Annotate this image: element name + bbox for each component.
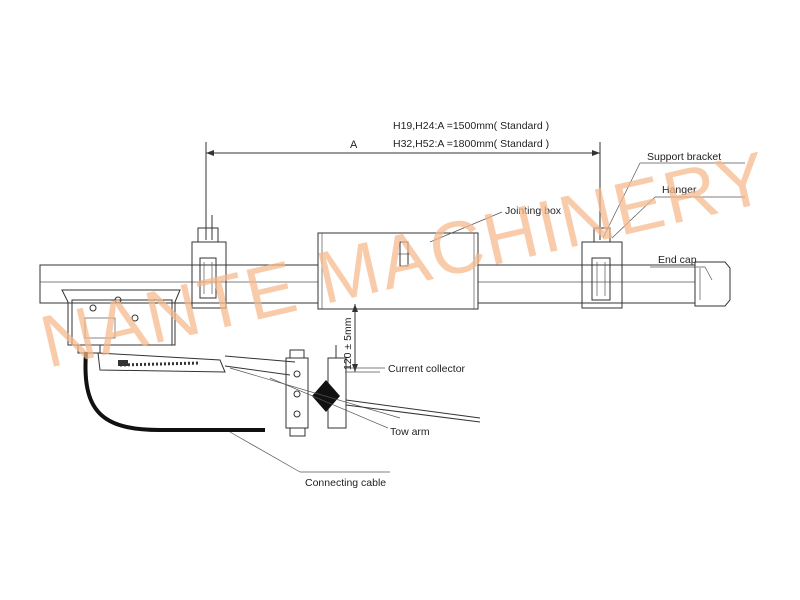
jointing-box — [317, 232, 479, 310]
leader-jointing-box — [429, 211, 503, 243]
dimension-spec-line-2: H32,H52:A =1800mm( Standard ) — [393, 138, 549, 150]
hanger-left — [191, 160, 227, 309]
leader-support-bracket — [602, 162, 745, 239]
label-support-bracket: Support bracket — [647, 151, 721, 163]
dimension-spec-line-1: H19,H24:A =1500mm( Standard ) — [393, 120, 549, 132]
dimension-a — [205, 142, 601, 162]
label-end-cap: End cap — [658, 254, 697, 266]
leader-hanger — [611, 196, 745, 239]
end-cap — [694, 261, 731, 307]
connecting-cable — [83, 351, 265, 432]
hanger-right — [581, 160, 623, 309]
tow-bracket — [229, 345, 481, 437]
leader-tow-arm — [269, 377, 389, 429]
dimension-symbol: A — [350, 139, 358, 151]
label-tow-arm: Tow arm — [390, 426, 430, 438]
tow-arm — [97, 352, 296, 376]
label-current-collector: Current collector — [388, 363, 466, 375]
height-dimension-value: 120 ± 5mm — [342, 317, 354, 370]
label-jointing-box: Jointing box — [505, 205, 562, 217]
collector-body — [61, 289, 181, 354]
label-connecting-cable: Connecting cable — [305, 477, 386, 489]
label-hanger: Hanger — [662, 184, 697, 196]
leader-connecting-cable — [229, 431, 301, 473]
